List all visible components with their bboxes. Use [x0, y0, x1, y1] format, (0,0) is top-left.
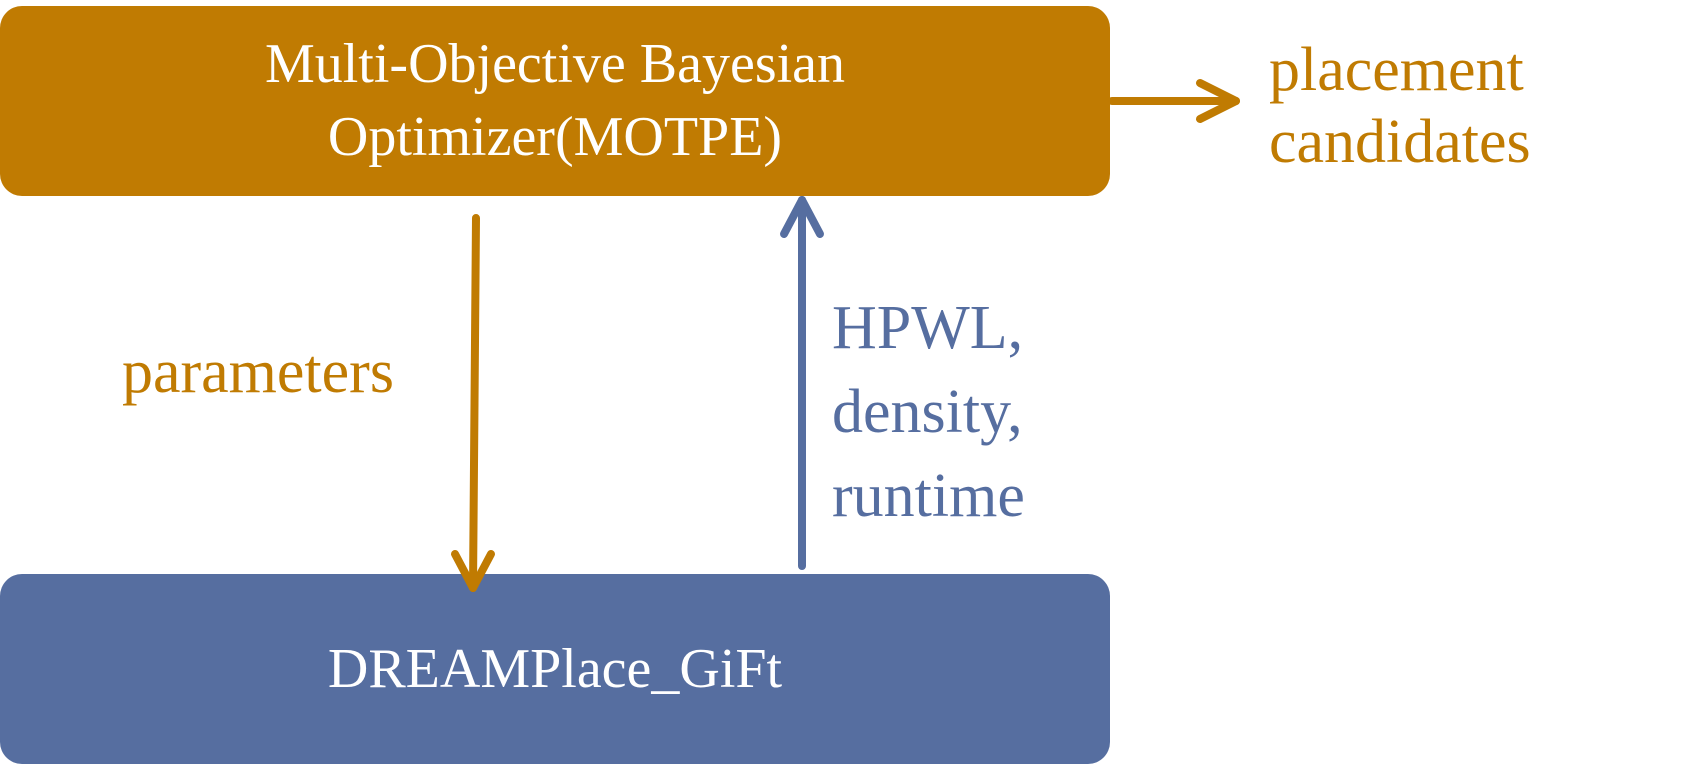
metrics-label-line2: density,	[832, 378, 1023, 446]
metrics-label-line1: HPWL,	[832, 294, 1024, 362]
metrics-arrow	[780, 196, 824, 570]
optimizer-title-line1: Multi-Objective Bayesian	[264, 33, 846, 95]
optimizer-box: Multi-Objective Bayesian Optimizer(MOTPE…	[0, 6, 1110, 196]
placer-box: DREAMPlace_GiFt	[0, 574, 1110, 764]
output-label-line1: placement	[1269, 36, 1524, 104]
output-label-line2: candidates	[1269, 108, 1531, 176]
output-label: placement candidates	[1269, 34, 1531, 178]
optimizer-title: Multi-Objective Bayesian Optimizer(MOTPE…	[265, 28, 845, 174]
metrics-label-line3: runtime	[832, 462, 1025, 530]
parameters-label: parameters	[122, 338, 394, 406]
output-arrow	[1108, 79, 1240, 123]
parameters-arrow	[451, 214, 495, 592]
metrics-label: HPWL, density, runtime	[832, 286, 1025, 538]
optimizer-title-line2: Optimizer(MOTPE)	[327, 106, 783, 168]
placer-title: DREAMPlace_GiFt	[327, 637, 783, 700]
